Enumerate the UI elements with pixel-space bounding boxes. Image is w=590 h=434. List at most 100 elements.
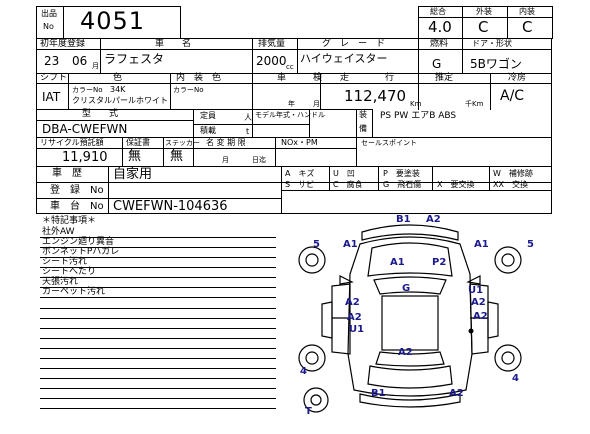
legend-s: S サビ (285, 180, 315, 189)
exterior-grade: C (478, 18, 489, 36)
mileage-value: 112,470 (344, 87, 407, 105)
estimate-label: 推定 (435, 73, 454, 83)
warranty-value: 無 (128, 149, 142, 164)
legend-w: W 補修跡 (493, 169, 533, 178)
mark-left-rear-door-u: U1 (349, 324, 365, 335)
lot-number: 4051 (80, 7, 146, 35)
legend-g: G 飛石傷 (383, 180, 422, 189)
model-label: 型 式 (82, 109, 119, 119)
mark-front-left-tire: 5 (313, 239, 320, 250)
mark-rear-left-tire: 4 (300, 366, 307, 377)
mark-left-front-door: A2 (345, 297, 360, 308)
chassis-no: CWEFWN-104636 (113, 199, 228, 214)
mark-rear-bumper-right: A2 (449, 388, 464, 399)
interior-color-label: 内 装 色 (176, 73, 222, 83)
mark-front-bumper-right: A2 (426, 214, 441, 225)
estimate-unit: 千Km (465, 100, 484, 108)
note-line: ボンネットPハガレ (42, 247, 120, 257)
mileage-label: 走 行 (340, 73, 395, 83)
color-label: 色 (113, 73, 123, 83)
first-reg-label: 初年度登録 (40, 39, 86, 49)
sticker-label: ステッカー (165, 139, 200, 147)
color-name: クリスタルパールホワイト (72, 96, 168, 105)
inspection-year-unit: 年 (288, 100, 295, 108)
grade-label: グ レ ー ド (322, 39, 386, 49)
car-name-label: 車 名 (155, 39, 192, 49)
mark-tire-t: T (305, 406, 312, 417)
equipment-label-2: 備 (359, 124, 367, 133)
mark-right-front-door-u: U1 (468, 285, 484, 296)
mark-right-rear-door: A2 (473, 311, 488, 322)
mark-rear-right-tire: 4 (512, 373, 519, 384)
interior-grade: C (522, 18, 533, 36)
note-line: エンジン廻り異音 (42, 237, 115, 247)
nox-label: NOx・PM (281, 138, 318, 147)
legend-p: P 要塗装 (383, 169, 420, 178)
overall-label: 総合 (430, 7, 446, 16)
lot-label-no: No (43, 22, 54, 31)
interior-label: 内装 (519, 7, 535, 16)
legend-a: A キズ (285, 169, 315, 178)
mark-hood-right: P2 (432, 257, 447, 268)
recycle-label: リサイクル預託額 (40, 138, 104, 147)
inspection-month-unit: 月 (313, 100, 320, 108)
equipment-list: PS PW エアB ABS (380, 111, 457, 121)
exterior-label: 外装 (476, 7, 492, 16)
month-unit: 月 (92, 62, 99, 70)
car-diagram (298, 224, 522, 413)
cc-unit: cc (286, 63, 294, 71)
car-name: ラフェスタ (104, 52, 165, 66)
load-unit: t (246, 127, 250, 136)
equipment-label: 装 (359, 110, 367, 119)
note-line: シートへたり (42, 267, 97, 277)
mark-trunk: A2 (398, 347, 413, 358)
shift-value: IAT (42, 90, 61, 104)
ac-label: 冷房 (508, 73, 527, 83)
notes-title: ＊特記事項＊ (42, 216, 97, 226)
warranty-label: 保証書 (126, 138, 150, 147)
mark-left-fender: A1 (343, 239, 358, 250)
capacity-label: 定員 (200, 111, 216, 120)
mark-roof: G (402, 283, 411, 294)
recycle-amount: 11,910 (62, 150, 108, 165)
shift-label: シフト (40, 73, 68, 83)
lot-label: 出品 (41, 9, 57, 18)
mark-front-bumper-left: B1 (396, 214, 411, 225)
fuel-label: 燃料 (430, 39, 449, 49)
chassis-no-label: 車 台 No (50, 201, 104, 212)
displacement: 2000 (256, 54, 287, 68)
mark-hood-left: A1 (390, 257, 405, 268)
note-line: 社外AW (42, 227, 75, 237)
color-no-label: カラーNo (72, 86, 103, 94)
first-reg-year: 23 (44, 54, 60, 68)
legend-xx: XX 交換 (493, 180, 528, 189)
name-change-day: 日迄 (252, 156, 266, 164)
door-shape-value: 5Bワゴン (470, 57, 522, 71)
name-change-month: 月 (222, 156, 229, 164)
mark-rear-bumper-left: B1 (371, 388, 386, 399)
color-no: 34K (110, 85, 126, 94)
load-label: 積載 (200, 126, 216, 135)
first-reg-month: 06 (72, 54, 88, 68)
displacement-label: 排気量 (258, 39, 286, 49)
mark-right-front-door-a: A2 (471, 297, 486, 308)
history-label: 車 歴 (52, 168, 82, 179)
mark-right-fender: A1 (474, 239, 489, 250)
note-line: シート汚れ (42, 257, 88, 267)
reg-no-label: 登 録 No (50, 185, 104, 196)
model-year-handle-label: モデル年式・ハンドル (255, 111, 325, 119)
history-value: 自家用 (113, 167, 153, 182)
grade-value: ハイウェイスター (300, 52, 388, 65)
mileage-unit: Km (410, 100, 422, 108)
inspection-label: 車 検 (277, 73, 323, 83)
note-line: 天張汚れ (42, 277, 79, 287)
note-line: カーペット汚れ (42, 287, 106, 297)
legend-u: U 凹 (333, 169, 355, 178)
ac-value: A/C (500, 88, 525, 104)
interior-color-no-label: カラーNo (173, 86, 204, 94)
mark-left-rear-door-a: A2 (347, 312, 362, 323)
mark-front-right-tire: 5 (527, 239, 534, 250)
legend-x: X 要交換 (437, 180, 475, 189)
legend-c: C 腐食 (333, 180, 363, 189)
